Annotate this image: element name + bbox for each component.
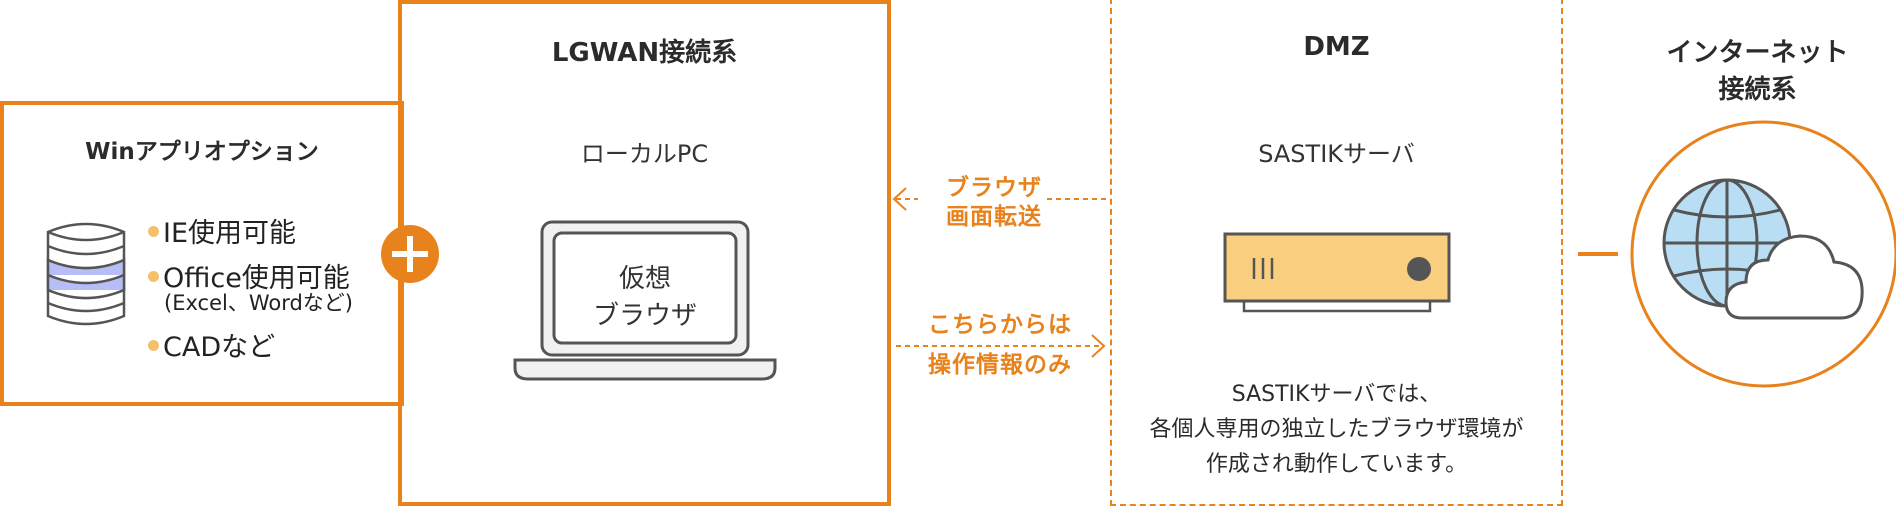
arrow-top-line1: ブラウザ	[946, 175, 1042, 201]
bullet-cad: CADなど	[148, 325, 275, 364]
office-note: (Excel、Wordなど)	[164, 291, 353, 315]
internet-title-line2: 接続系	[1718, 75, 1797, 105]
database-icon	[46, 222, 126, 326]
arrow-bottom-line1: こちらからは	[928, 312, 1072, 338]
dmz-title: DMZ	[1303, 32, 1370, 62]
internet-title-line1: インターネット	[1666, 38, 1849, 68]
lgwan-title: LGWAN接続系	[551, 38, 738, 68]
internet-connector	[1578, 252, 1618, 256]
server-label: SASTIKサーバ	[1258, 140, 1415, 168]
bullet-ie: IE使用可能	[148, 211, 296, 250]
bullet-dot	[148, 340, 159, 351]
dmz-desc-line3: 作成され動作しています。	[1205, 452, 1468, 477]
win-option-title: Winアプリオプション	[85, 139, 319, 165]
cloud-icon	[1724, 234, 1864, 320]
bullet-dot	[148, 226, 159, 237]
arrow-operation-info	[896, 334, 1106, 358]
screen-text-line2: ブラウザ	[592, 301, 697, 331]
local-pc-label: ローカルPC	[580, 140, 709, 168]
bullet-text: Office使用可能	[163, 263, 350, 294]
bullet-dot	[148, 271, 159, 282]
server-icon	[1223, 232, 1451, 313]
dmz-desc-line2: 各個人専用の独立したブラウザ環境が	[1149, 417, 1524, 442]
dmz-panel	[1110, 0, 1563, 506]
bullet-text: CADなど	[163, 332, 276, 363]
bullet-text: IE使用可能	[163, 218, 297, 249]
plus-icon	[381, 225, 439, 283]
laptop-icon	[513, 220, 777, 381]
arrow-top-line2: 画面転送	[946, 204, 1042, 230]
arrow-bottom-line2: 操作情報のみ	[928, 352, 1072, 378]
arrow-screen-transfer	[892, 187, 1108, 211]
dmz-desc-line1: SASTIKサーバでは、	[1231, 382, 1442, 407]
bullet-office: Office使用可能	[148, 256, 350, 295]
screen-text-line1: 仮想	[618, 264, 671, 294]
